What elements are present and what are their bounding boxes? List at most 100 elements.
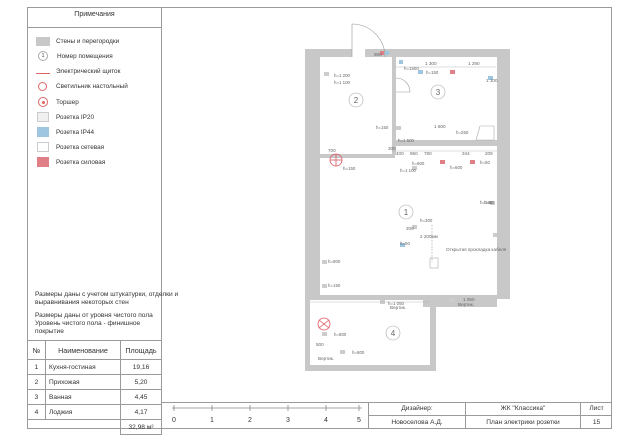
svg-text:h=1 200: h=1 200 xyxy=(334,73,351,78)
dimension-lines xyxy=(310,66,497,303)
legend-label: Торшер xyxy=(56,98,79,106)
note-plaster: Размеры даны с учетом штукатурки, отделк… xyxy=(35,291,179,306)
room-name: Лоджия xyxy=(45,404,121,420)
scale-label: 0 xyxy=(172,417,176,424)
svg-text:2 200мм: 2 200мм xyxy=(420,234,438,239)
room-name: Ванная xyxy=(45,389,121,405)
scale-label: 1 xyxy=(210,417,214,424)
legend-item-room-number: 1 Номер помещения xyxy=(36,50,113,62)
legend-item-network: Розетка сетевая xyxy=(36,141,104,153)
svg-text:h=150: h=150 xyxy=(426,70,439,75)
legend-label: Номер помещения xyxy=(57,52,113,60)
legend-item-walls: Стены и перегородки xyxy=(36,35,119,47)
svg-text:h=1 100: h=1 100 xyxy=(400,168,417,173)
room-name: Кухня-гостиная xyxy=(45,359,121,375)
legend-label: Стены и перегородки xyxy=(56,37,120,45)
lamp-symbols xyxy=(317,153,343,331)
svg-text:h=600: h=600 xyxy=(450,165,463,170)
svg-text:1 600: 1 600 xyxy=(434,124,446,129)
room-area: 4,17 xyxy=(120,404,162,420)
svg-text:h=150: h=150 xyxy=(480,200,493,205)
room-area: 4,45 xyxy=(120,389,162,405)
room-number-2: 2 xyxy=(354,96,359,105)
room-area: 19,16 xyxy=(120,359,162,375)
total-area: 32,98 м² xyxy=(120,419,162,435)
svg-text:344: 344 xyxy=(462,151,470,156)
svg-text:Открытая прокладка кабеля: Открытая прокладка кабеля xyxy=(446,247,507,252)
door-swing xyxy=(351,23,386,58)
socket-network-swatch-icon xyxy=(37,142,49,152)
svg-text:1 050: 1 050 xyxy=(463,297,475,302)
svg-text:500: 500 xyxy=(316,342,324,347)
svg-text:h=250: h=250 xyxy=(456,130,469,135)
table-total-row: 32,98 м² xyxy=(28,419,162,435)
floor-plan: 1 2 3 4 xyxy=(305,23,510,371)
socket-ip20-swatch-icon xyxy=(37,112,49,122)
svg-text:h=900: h=900 xyxy=(412,161,425,166)
scale-label: 3 xyxy=(286,417,290,424)
svg-text:h=1500: h=1500 xyxy=(404,66,419,71)
stamp-designer-cell: Дизайнер: Новоселова А.Д. xyxy=(368,402,465,429)
table-lamp-symbol-icon xyxy=(38,81,47,91)
room-number-4: 4 xyxy=(391,329,396,338)
svg-text:900: 900 xyxy=(374,52,382,57)
walls xyxy=(305,49,510,371)
svg-text:h=800: h=800 xyxy=(352,350,365,355)
notes-title: Примечания xyxy=(74,11,115,18)
scale-label: 2 xyxy=(248,417,252,424)
sheet-label: Лист xyxy=(589,405,604,412)
svg-text:h=50: h=50 xyxy=(480,160,490,165)
scale-label: 5 xyxy=(357,417,361,424)
annotations: Открытая прокладка кабеля Вертик. Вертик… xyxy=(318,247,507,361)
svg-text:1 290: 1 290 xyxy=(468,61,480,66)
height-labels: h=1500 h=1 200 h=1 100 h=150 h=1 500 h=2… xyxy=(328,66,494,355)
svg-text:h=1 500: h=1 500 xyxy=(398,138,415,143)
table-row: 2 Прихожая 5,20 xyxy=(27,374,162,390)
room-labels: 1 2 3 4 xyxy=(348,84,446,341)
svg-text:h=1 100: h=1 100 xyxy=(334,80,351,85)
legend-item-ip44: Розетка IP44 xyxy=(36,126,94,138)
svg-text:700: 700 xyxy=(328,148,336,153)
room-name: Прихожая xyxy=(45,374,121,390)
room-num: 3 xyxy=(27,389,46,405)
room-number-1: 1 xyxy=(404,208,409,217)
designer-name: Новоселова А.Д. xyxy=(391,419,443,426)
svg-text:209: 209 xyxy=(485,151,493,156)
svg-text:1 100: 1 100 xyxy=(486,78,498,83)
bath-fixture xyxy=(475,125,495,141)
legend-item-floor-lamp: Торшер xyxy=(36,96,79,108)
svg-text:h=50: h=50 xyxy=(484,200,494,205)
legend-item-ip20: Розетка IP20 xyxy=(36,111,94,123)
legend-label: Розетка сетевая xyxy=(56,143,105,151)
room-number-circle-icon: 1 xyxy=(38,51,48,61)
note-floor-level: Размеры даны от уровня чистого пола Уров… xyxy=(35,312,153,335)
bath-door-swing xyxy=(395,77,411,93)
table-row: 1 Кухня-гостиная 19,16 xyxy=(27,359,162,375)
svg-text:400: 400 xyxy=(396,151,404,156)
sheet-frame xyxy=(27,7,612,429)
scale-label: 4 xyxy=(324,417,328,424)
svg-text:h=1 050: h=1 050 xyxy=(388,301,405,306)
stamp-project-cell: ЖК "Классика" План электрики розетки xyxy=(465,402,580,429)
svg-text:h=300: h=300 xyxy=(420,218,433,223)
dimension-labels: 900 1 300 1 290 1 100 1 600 700 300 400 … xyxy=(316,52,498,347)
svg-text:Вертик.: Вертик. xyxy=(390,305,406,310)
svg-text:1 300: 1 300 xyxy=(425,61,437,66)
col-area: Площадь xyxy=(120,340,162,360)
stamp-sheet-cell: Лист 15 xyxy=(580,402,612,429)
legend-label: Светильник настольный xyxy=(56,82,128,90)
socket-ip44-swatch-icon xyxy=(37,127,49,137)
legend-label: Розетка IP20 xyxy=(56,113,95,121)
table-row: 3 Ванная 4,45 xyxy=(27,389,162,405)
floor-lamp-symbol-icon xyxy=(38,97,48,107)
rooms-table: № Наименование Площадь 1 Кухня-гостиная … xyxy=(27,340,162,435)
legend-item-panel: Электрический щиток xyxy=(36,65,120,77)
room-number-3: 3 xyxy=(436,88,441,97)
col-num: № xyxy=(27,340,46,360)
designer-label: Дизайнер: xyxy=(401,405,433,412)
room-num: 1 xyxy=(27,359,46,375)
stamp-divider-mid xyxy=(368,415,612,416)
svg-text:200: 200 xyxy=(406,226,414,231)
svg-text:h=150: h=150 xyxy=(328,283,341,288)
svg-text:h=900: h=900 xyxy=(328,259,341,264)
